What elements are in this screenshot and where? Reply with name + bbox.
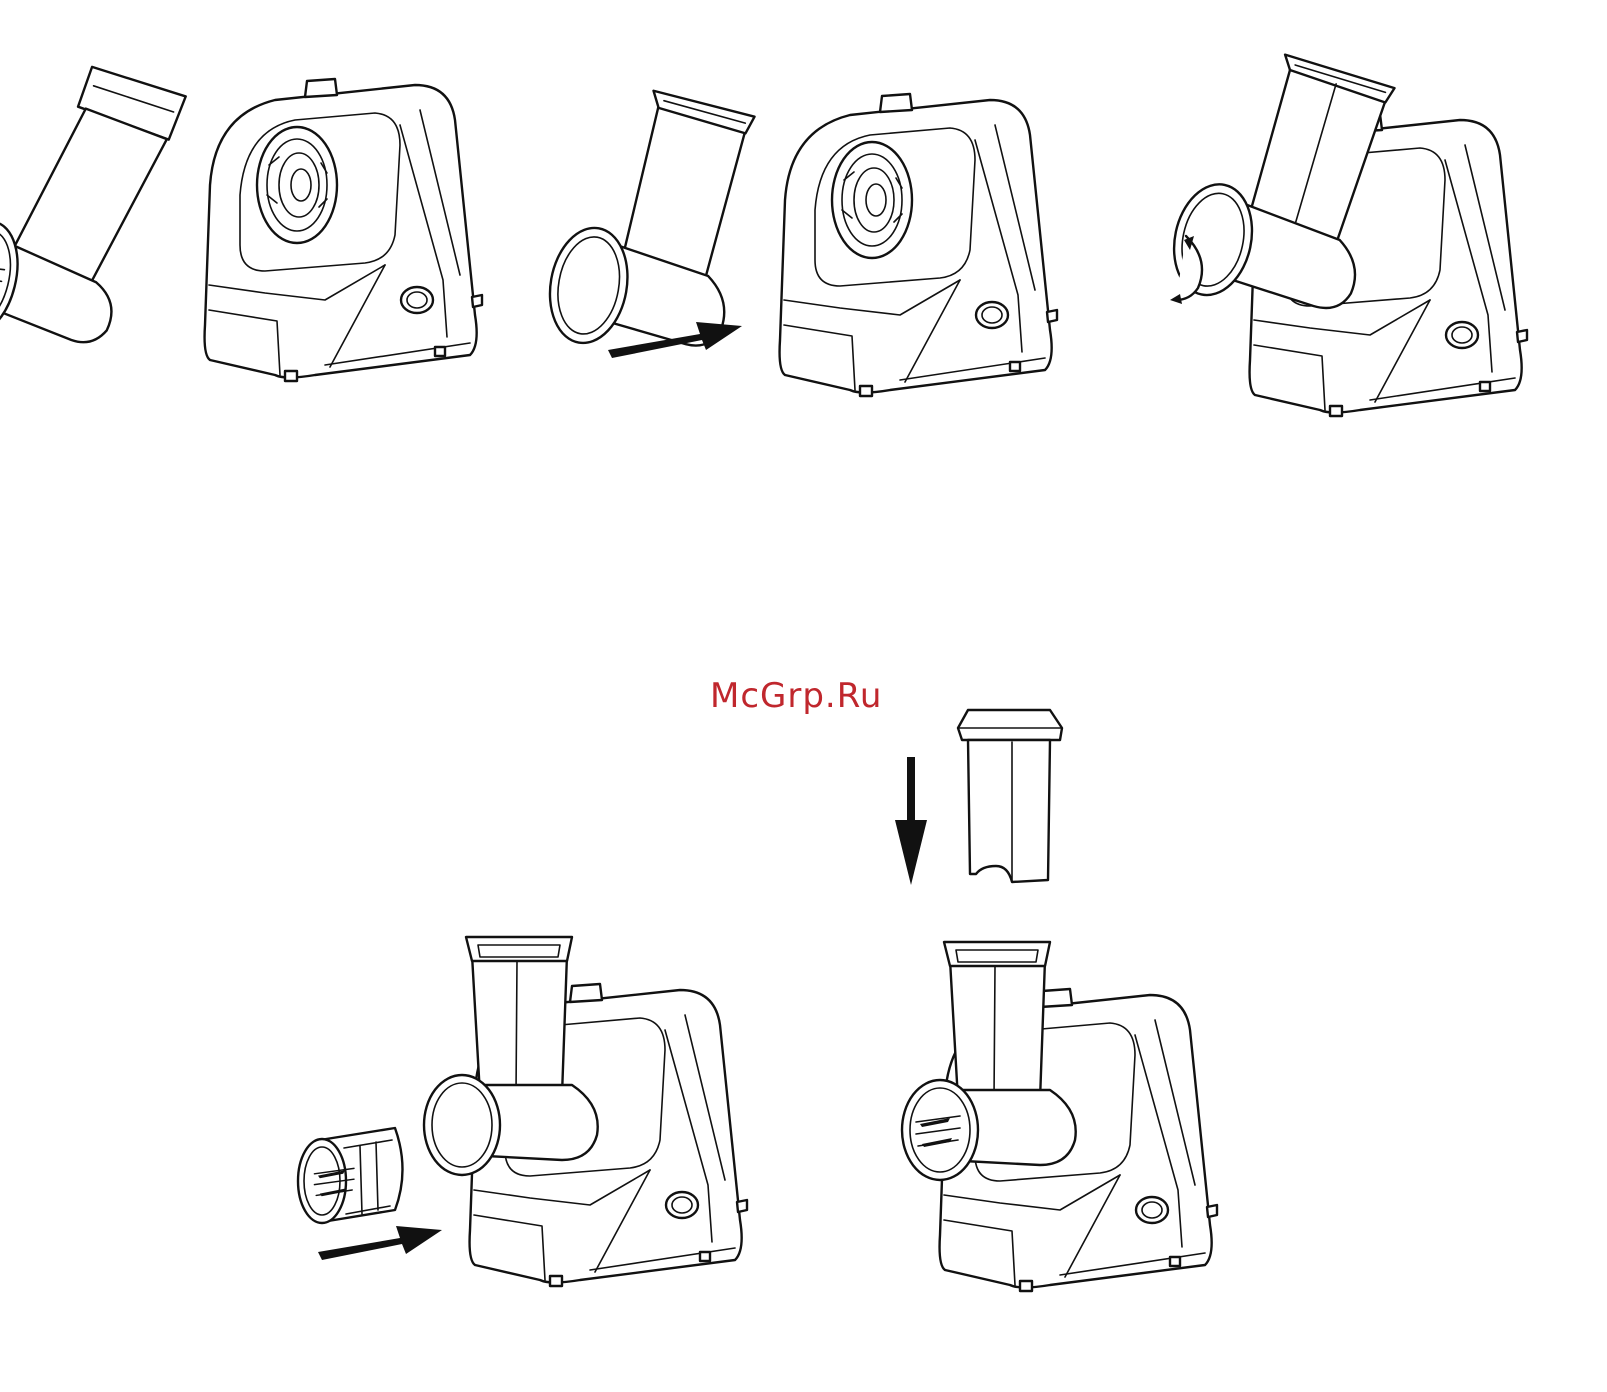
watermark-text: McGrp.Ru xyxy=(710,676,930,716)
step-4-figure xyxy=(298,937,747,1286)
motor-base xyxy=(780,94,1057,396)
drive-socket xyxy=(832,142,912,258)
step-3-figure xyxy=(1164,40,1527,416)
food-pusher xyxy=(958,710,1062,882)
step-2-figure xyxy=(541,79,1057,396)
drive-socket xyxy=(257,127,337,243)
arrow-right-icon xyxy=(318,1226,442,1260)
feed-tube xyxy=(541,79,760,367)
feed-tube xyxy=(0,45,187,372)
arrow-down-icon xyxy=(895,757,927,885)
motor-base xyxy=(205,79,482,381)
step-5-figure xyxy=(895,710,1217,1291)
grating-drum xyxy=(298,1128,403,1223)
step-1-figure xyxy=(0,45,482,381)
